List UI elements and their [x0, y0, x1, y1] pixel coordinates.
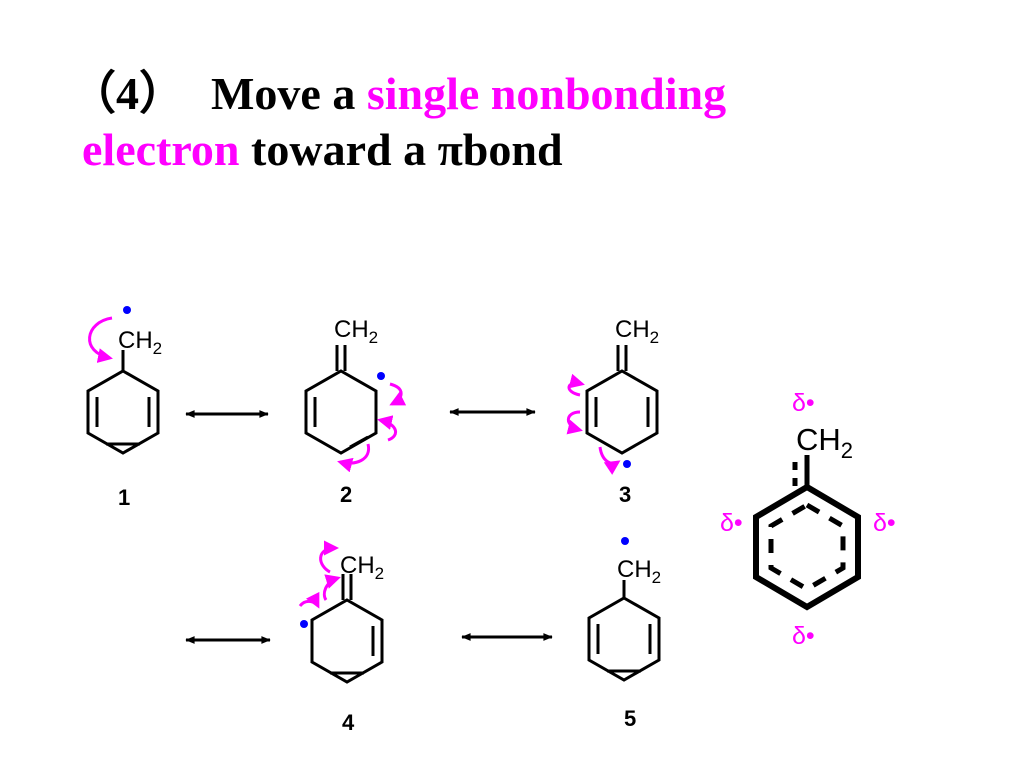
radical-electron-5 — [621, 537, 629, 545]
curved-arrow-2c — [337, 443, 371, 473]
curved-arrow-2b — [377, 415, 397, 442]
title-part1: Move a — [211, 68, 356, 119]
title-number: （4） — [70, 68, 185, 119]
structure-1 — [86, 350, 160, 455]
structure-3 — [585, 345, 659, 455]
radical-electron-4 — [300, 620, 308, 628]
radical-electron-3 — [623, 460, 631, 468]
delta-radical-bottom: δ• — [792, 622, 815, 650]
structure-label-5: 5 — [624, 706, 636, 731]
radical-electron-1 — [123, 306, 131, 314]
structure-5 — [587, 580, 661, 682]
curved-arrow-3c — [598, 446, 621, 475]
title-part2: toward a — [251, 124, 427, 175]
curved-arrow-4c — [298, 591, 320, 609]
structure-3-group: CH2 — [615, 316, 659, 347]
structure-label-4: 4 — [342, 710, 355, 735]
curved-arrow-4a — [319, 540, 339, 574]
hybrid-group: CH2 — [796, 422, 853, 463]
slide-title: （4） Move a single nonbonding electron tow… — [70, 66, 970, 178]
radical-electron-2 — [377, 372, 385, 380]
pi-symbol: π — [437, 124, 463, 175]
curved-arrow-4b — [322, 574, 341, 601]
title-highlight-1: single nonbonding — [366, 68, 727, 119]
structure-2-group: CH2 — [334, 316, 378, 347]
title-highlight-2: electron — [82, 124, 240, 175]
curved-arrow-3b — [566, 410, 583, 435]
structure-label-2: 2 — [340, 482, 352, 507]
curved-arrow-2a — [389, 382, 407, 406]
delta-radical-right: δ• — [873, 509, 896, 537]
structure-5-group: CH2 — [617, 556, 661, 587]
structure-label-1: 1 — [118, 485, 130, 510]
curved-arrow-1 — [88, 316, 113, 363]
structure-1-group: CH2 — [118, 327, 162, 358]
structure-2 — [304, 345, 378, 455]
structure-label-3: 3 — [619, 482, 631, 507]
resonance-hybrid — [753, 455, 861, 611]
structure-4 — [310, 574, 384, 684]
curved-arrow-3a — [567, 373, 585, 397]
title-part3: bond — [462, 124, 563, 175]
delta-radical-left: δ• — [720, 509, 743, 537]
structure-4-group: CH2 — [340, 552, 384, 583]
delta-radical-ch2: δ• — [792, 389, 815, 417]
